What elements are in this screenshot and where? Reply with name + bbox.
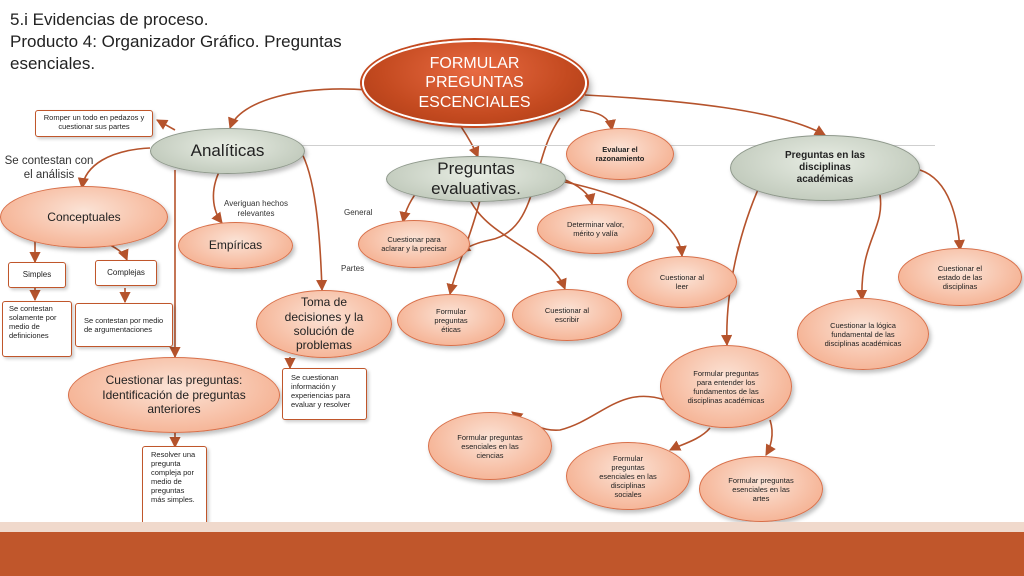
footer-band — [0, 532, 1024, 576]
complejas-box: Complejas — [95, 260, 157, 286]
evaluar-razonamiento-node: Evaluar el razonamiento — [566, 128, 674, 180]
partes-label: Partes — [341, 264, 365, 273]
artes-node: Formular preguntas esenciales en las art… — [699, 456, 823, 522]
main-node-label: FORMULAR PREGUNTAS ESCENCIALES — [418, 55, 531, 111]
sociales-node: Formular preguntas esenciales en las dis… — [566, 442, 690, 510]
def-simples-box: Se contestan solamente por medio de defi… — [2, 301, 72, 357]
ciencias-node: Formular preguntas esenciales en las cie… — [428, 412, 552, 480]
title-line-2: Producto 4: Organizador Gráfico. Pregunt… — [10, 32, 342, 73]
se-cuestionan-box: Se cuestionan información y experiencias… — [282, 368, 367, 420]
general-label: General — [344, 208, 373, 217]
disciplinas-node: Preguntas en las disciplinas académicas — [730, 135, 920, 201]
cuestionar-estado-node: Cuestionar el estado de las disciplinas — [898, 248, 1022, 306]
se-contestan-label: Se contestan con el análisis — [4, 155, 94, 181]
conceptuales-node: Conceptuales — [0, 186, 168, 248]
title-line-1: 5.i Evidencias de proceso. — [10, 10, 209, 29]
formular-eticas-node: Formular preguntas éticas — [397, 294, 505, 346]
romper-box: Romper un todo en pedazos y cuestionar s… — [35, 110, 153, 137]
cuestionar-logica-node: Cuestionar la lógica fundamental de las … — [797, 298, 929, 370]
footer-band-light — [0, 522, 1024, 532]
cuestionar-aclarar-node: Cuestionar para aclarar y la precisar — [358, 220, 470, 268]
determinar-valor-node: Determinar valor, mérito y valía — [537, 204, 654, 254]
averiguan-label: Averiguan hechos relevantes — [224, 199, 288, 218]
def-complejas-box: Se contestan por medio de argumentacione… — [75, 303, 173, 347]
cuestionar-preguntas-node: Cuestionar las preguntas: Identificación… — [68, 357, 280, 433]
empiricas-node: Empíricas — [178, 222, 293, 269]
divider-line — [185, 145, 935, 146]
analiticas-node: Analíticas — [150, 128, 305, 174]
cuestionar-escribir-node: Cuestionar al escribir — [512, 289, 622, 341]
simples-box: Simples — [8, 262, 66, 288]
main-node: FORMULAR PREGUNTAS ESCENCIALES — [362, 40, 587, 126]
cuestionar-leer-node: Cuestionar al leer — [627, 256, 737, 308]
toma-decisiones-node: Toma de decisiones y la solución de prob… — [256, 290, 392, 358]
fundamentos-node: Formular preguntas para entender los fun… — [660, 345, 792, 428]
slide-title: 5.i Evidencias de proceso. Producto 4: O… — [10, 9, 370, 75]
evaluativas-node: Preguntas evaluativas. — [386, 156, 566, 202]
